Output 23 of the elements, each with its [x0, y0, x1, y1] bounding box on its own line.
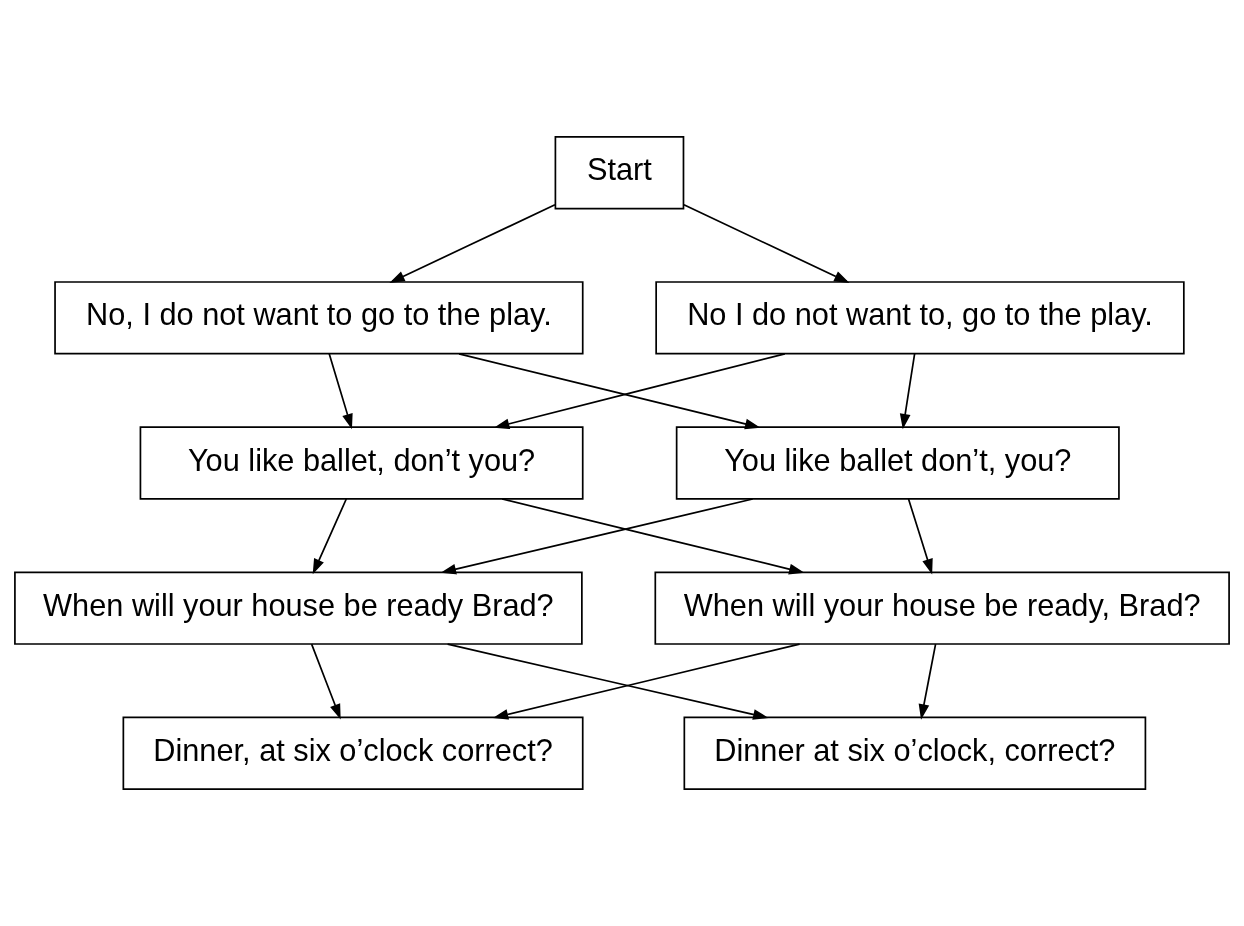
arrow: [918, 643, 937, 720]
node-box: Dinner at six o’clock, correct?: [683, 716, 1147, 791]
node-box: You like ballet don’t, you?: [675, 426, 1120, 500]
arrow: [501, 498, 805, 575]
arrow: [683, 203, 850, 283]
arrow: [458, 353, 761, 430]
arrow: [899, 353, 916, 430]
arrow: [312, 498, 348, 575]
node-box: When will your house be ready Brad?: [14, 571, 583, 645]
node-box: Dinner, at six o’clock correct?: [122, 716, 584, 791]
arrow: [328, 353, 353, 430]
arrow: [492, 643, 801, 720]
arrow: [446, 643, 769, 720]
arrow: [310, 643, 341, 720]
node-box: No I do not want to, go to the play.: [655, 281, 1185, 355]
node-box: When will your house be ready, Brad?: [654, 571, 1230, 645]
arrow: [907, 498, 933, 575]
node-box: Start: [554, 135, 685, 210]
arrow: [389, 203, 556, 283]
node-box: You like ballet, don’t you?: [139, 426, 584, 500]
node-box: No, I do not want to go to the play.: [54, 281, 584, 355]
arrow: [440, 498, 754, 575]
arrow: [493, 353, 786, 430]
